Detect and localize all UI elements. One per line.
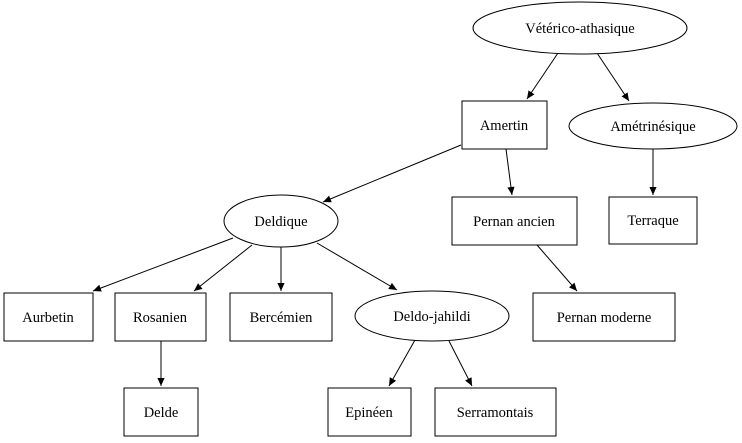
- node-epineen-shape: [327, 387, 412, 437]
- node-epineen: Epinéen: [327, 387, 412, 437]
- node-serramontais-label: Serramontais: [457, 405, 534, 421]
- edges-layer: [92, 52, 657, 387]
- node-bercemien: Bercémien: [229, 292, 333, 342]
- node-deldo-jahildi-label: Deldo-jahildi: [393, 309, 470, 325]
- node-pernan-moderne-label: Pernan moderne: [557, 310, 652, 326]
- node-delde-shape: [123, 387, 199, 437]
- edge-amertin-deldique: [322, 144, 462, 203]
- node-deldo-jahildi-shape: [354, 290, 510, 342]
- node-delde: Delde: [123, 387, 199, 437]
- edge-deldo-jahildi-epineen: [388, 339, 416, 387]
- node-pernan-moderne-shape: [532, 292, 676, 342]
- node-pernan-moderne: Pernan moderne: [532, 292, 676, 342]
- node-pernan-ancien-shape: [451, 196, 578, 246]
- node-veterico-athasique-label: Vétérico-athasique: [525, 21, 635, 37]
- edge-veterico-athasique-ametrinesique: [596, 52, 630, 102]
- node-aurbetin-shape: [3, 292, 94, 342]
- node-ametrinesique-shape: [568, 102, 738, 150]
- node-epineen-label: Epinéen: [345, 405, 393, 421]
- node-rosanien-label: Rosanien: [133, 310, 188, 326]
- node-pernan-ancien: Pernan ancien: [451, 196, 578, 246]
- edge-veterico-athasique-amertin: [526, 52, 559, 100]
- node-deldique: Deldique: [223, 194, 339, 248]
- edge-pernan-ancien-pernan-moderne: [536, 244, 578, 292]
- node-ametrinesique: Amétrinésique: [568, 102, 738, 150]
- edge-deldique-rosanien: [193, 244, 253, 292]
- node-serramontais: Serramontais: [434, 387, 557, 437]
- node-amertin: Amertin: [461, 100, 548, 150]
- node-terraque-shape: [608, 196, 698, 245]
- edge-deldo-jahildi-serramontais: [448, 340, 473, 387]
- node-bercemien-label: Bercémien: [250, 310, 314, 326]
- node-delde-label: Delde: [144, 405, 179, 421]
- node-amertin-shape: [461, 100, 548, 150]
- nodes-layer: Vétérico-athasique Amertin Amétrinésique…: [3, 1, 738, 437]
- edge-deldique-deldo-jahildi: [316, 242, 398, 291]
- node-rosanien: Rosanien: [114, 292, 207, 342]
- node-rosanien-shape: [114, 292, 207, 342]
- node-ametrinesique-label: Amétrinésique: [610, 119, 695, 135]
- node-bercemien-shape: [229, 292, 333, 342]
- node-veterico-athasique-shape: [472, 1, 688, 55]
- node-amertin-label: Amertin: [480, 118, 529, 134]
- node-aurbetin: Aurbetin: [3, 292, 94, 342]
- edge-deldique-aurbetin: [92, 237, 234, 292]
- node-deldique-shape: [223, 194, 339, 248]
- node-aurbetin-label: Aurbetin: [22, 310, 74, 326]
- node-veterico-athasique: Vétérico-athasique: [472, 1, 688, 55]
- node-terraque: Terraque: [608, 196, 698, 245]
- node-deldique-label: Deldique: [254, 214, 307, 230]
- node-terraque-label: Terraque: [627, 213, 678, 229]
- edge-amertin-pernan-ancien: [505, 148, 515, 196]
- node-serramontais-shape: [434, 387, 557, 437]
- node-pernan-ancien-label: Pernan ancien: [473, 214, 555, 230]
- node-deldo-jahildi: Deldo-jahildi: [354, 290, 510, 342]
